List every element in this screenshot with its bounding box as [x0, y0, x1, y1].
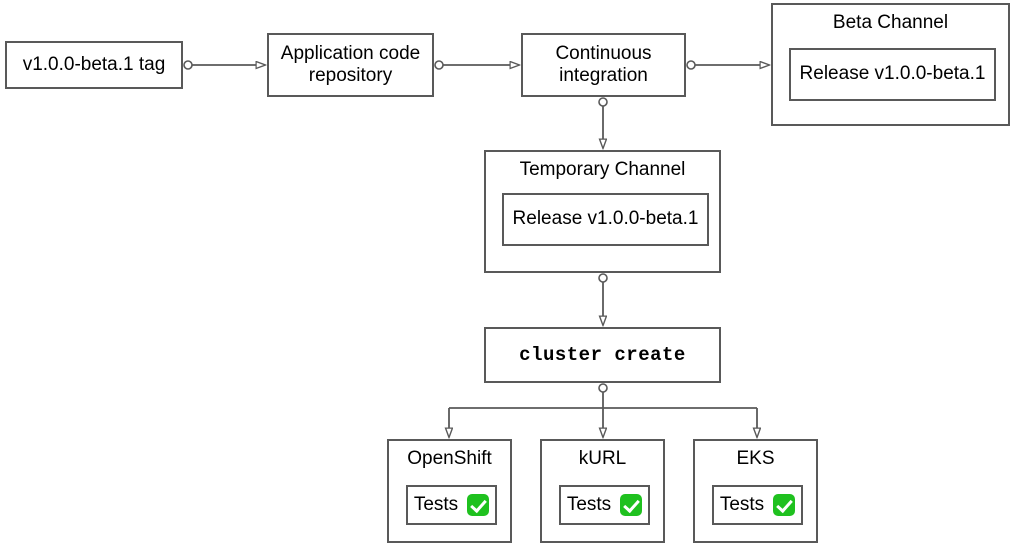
- node-version-tag[interactable]: v1.0.0-beta.1 tag: [5, 41, 183, 89]
- node-cluster-create[interactable]: cluster create: [484, 327, 721, 383]
- edge-cluster-create-fanout: [449, 383, 757, 437]
- node-eks[interactable]: EKS Tests: [693, 439, 818, 543]
- node-kurl-tests[interactable]: Tests: [559, 485, 650, 525]
- node-temporary-channel-title: Temporary Channel: [519, 159, 686, 180]
- node-openshift[interactable]: OpenShift Tests: [387, 439, 512, 543]
- node-openshift-tests-label: Tests: [413, 493, 459, 515]
- edge-ci-to-beta-channel: [686, 60, 769, 70]
- node-temporary-channel[interactable]: Temporary Channel Release v1.0.0-beta.1: [484, 150, 721, 273]
- node-application-code-repository[interactable]: Application code repository: [267, 33, 434, 97]
- node-application-code-repository-label: Application code repository: [280, 42, 421, 86]
- node-version-tag-label: v1.0.0-beta.1 tag: [22, 53, 166, 75]
- node-beta-channel-release-label: Release v1.0.0-beta.1: [799, 63, 986, 85]
- node-openshift-title: OpenShift: [407, 448, 492, 469]
- node-beta-channel-title: Beta Channel: [832, 12, 949, 33]
- node-temporary-channel-release-label: Release v1.0.0-beta.1: [512, 208, 699, 230]
- node-eks-tests-label: Tests: [719, 493, 765, 515]
- node-continuous-integration-label: Continuous integration: [555, 42, 652, 86]
- kurl-tests-row: Tests: [566, 493, 643, 516]
- eks-tests-row: Tests: [719, 493, 796, 516]
- edge-tag-to-repo: [183, 60, 265, 70]
- node-beta-channel-release[interactable]: Release v1.0.0-beta.1: [789, 48, 996, 101]
- edge-ci-to-temporary-channel: [598, 97, 608, 148]
- node-temporary-channel-release[interactable]: Release v1.0.0-beta.1: [502, 193, 709, 246]
- edge-repo-to-ci: [434, 60, 519, 70]
- node-kurl-title: kURL: [578, 448, 627, 469]
- node-cluster-create-label: cluster create: [519, 343, 686, 366]
- node-eks-tests[interactable]: Tests: [712, 485, 803, 525]
- node-beta-channel[interactable]: Beta Channel Release v1.0.0-beta.1: [771, 3, 1010, 126]
- node-eks-title: EKS: [736, 448, 775, 469]
- node-continuous-integration[interactable]: Continuous integration: [521, 33, 686, 97]
- check-mark-button-icon: [620, 494, 643, 516]
- node-kurl-tests-label: Tests: [566, 493, 612, 515]
- node-openshift-tests[interactable]: Tests: [406, 485, 497, 525]
- check-mark-button-icon: [773, 494, 796, 516]
- edge-temporary-channel-to-cluster-create: [598, 273, 608, 325]
- openshift-tests-row: Tests: [413, 493, 490, 516]
- check-mark-button-icon: [467, 494, 490, 516]
- node-kurl[interactable]: kURL Tests: [540, 439, 665, 543]
